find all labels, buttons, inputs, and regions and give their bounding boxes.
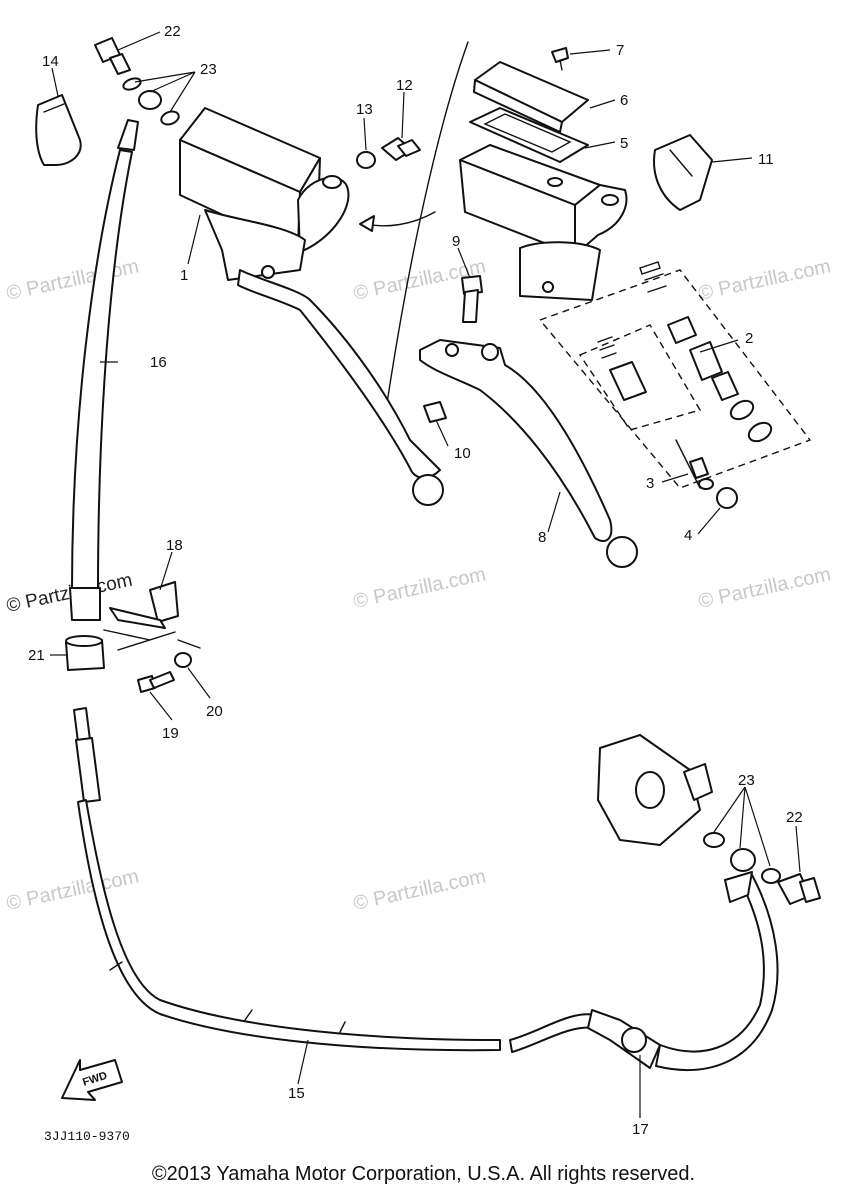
callout-16: 16 [150,354,167,371]
callout-23-top: 23 [200,61,217,78]
fwd-arrow: FWD [61,1059,123,1101]
callout-20: 20 [206,703,223,720]
watermark: © Partzilla.com [351,865,487,915]
part-2-piston-kit [538,261,812,489]
part-21-grommet [65,635,105,671]
brake-caliper [597,734,713,846]
part-3-pushrod [675,439,714,490]
watermark: © Partzilla.com [4,865,140,915]
callout-10: 10 [454,445,471,462]
part-20-nut [174,652,192,668]
callout-18: 18 [166,537,183,554]
part-22-union-bolt-lower [777,873,821,905]
diagram-code: 3JJ110-9370 [44,1129,130,1144]
callout-19: 19 [162,725,179,742]
part-11-boot [653,134,713,211]
callout-5: 5 [620,135,628,152]
callout-3: 3 [646,475,654,492]
view-separator-line [385,41,469,411]
part-12-bolt [381,137,421,161]
watermark: © Partzilla.com [696,255,832,305]
part-17-hose-fitting [587,871,779,1071]
alt-master-cylinder [459,144,628,301]
part-23-washers [122,77,180,126]
callout-12: 12 [396,77,413,94]
view-arrow-head [359,215,375,232]
callout-15: 15 [288,1085,305,1102]
callout-7: 7 [616,42,624,59]
callout-4: 4 [684,527,692,544]
part-10-nut [423,401,447,423]
part-1-master-cylinder [179,107,444,506]
callout-6: 6 [620,92,628,109]
part-4-boot [716,487,738,509]
callout-22-top: 22 [164,23,181,40]
callout-21: 21 [28,647,45,664]
callout-8: 8 [538,529,546,546]
callout-17: 17 [632,1121,649,1138]
part-15-brake-hose [73,707,596,1053]
callout-9: 9 [452,233,460,250]
part-14-cap [35,94,82,166]
part-5-diaphragm [469,107,589,163]
part-8-brake-lever [419,339,638,568]
view-arrow-line [365,211,436,227]
copyright-notice: ©2013 Yamaha Motor Corporation, U.S.A. A… [151,1163,696,1185]
watermark: © Partzilla.com [351,563,487,613]
part-19-bolt [137,671,175,693]
part-16-brake-hose [69,119,139,621]
callout-23-bottom: 23 [738,772,755,789]
part-6-reservoir-cap [473,61,589,133]
watermark: © Partzilla.com [4,255,140,305]
part-7-screw [551,47,569,71]
callout-11: 11 [758,151,774,168]
part-18-hose-bracket [103,581,201,651]
callout-2: 2 [745,330,753,347]
callout-13: 13 [356,101,373,118]
leader-lines [50,31,801,1118]
watermark: © Partzilla.com [696,563,832,613]
callout-14: 14 [42,53,59,70]
callout-1: 1 [180,267,188,284]
callouts: 1 2 3 4 5 6 7 8 9 10 11 12 13 14 15 16 1… [28,23,803,1138]
callout-22-bottom: 22 [786,809,803,826]
part-22-union-bolt [94,37,131,75]
part-13-washer [356,151,376,169]
part-9-pivot-bolt [461,275,483,323]
part-23-washers-lower [703,832,781,884]
